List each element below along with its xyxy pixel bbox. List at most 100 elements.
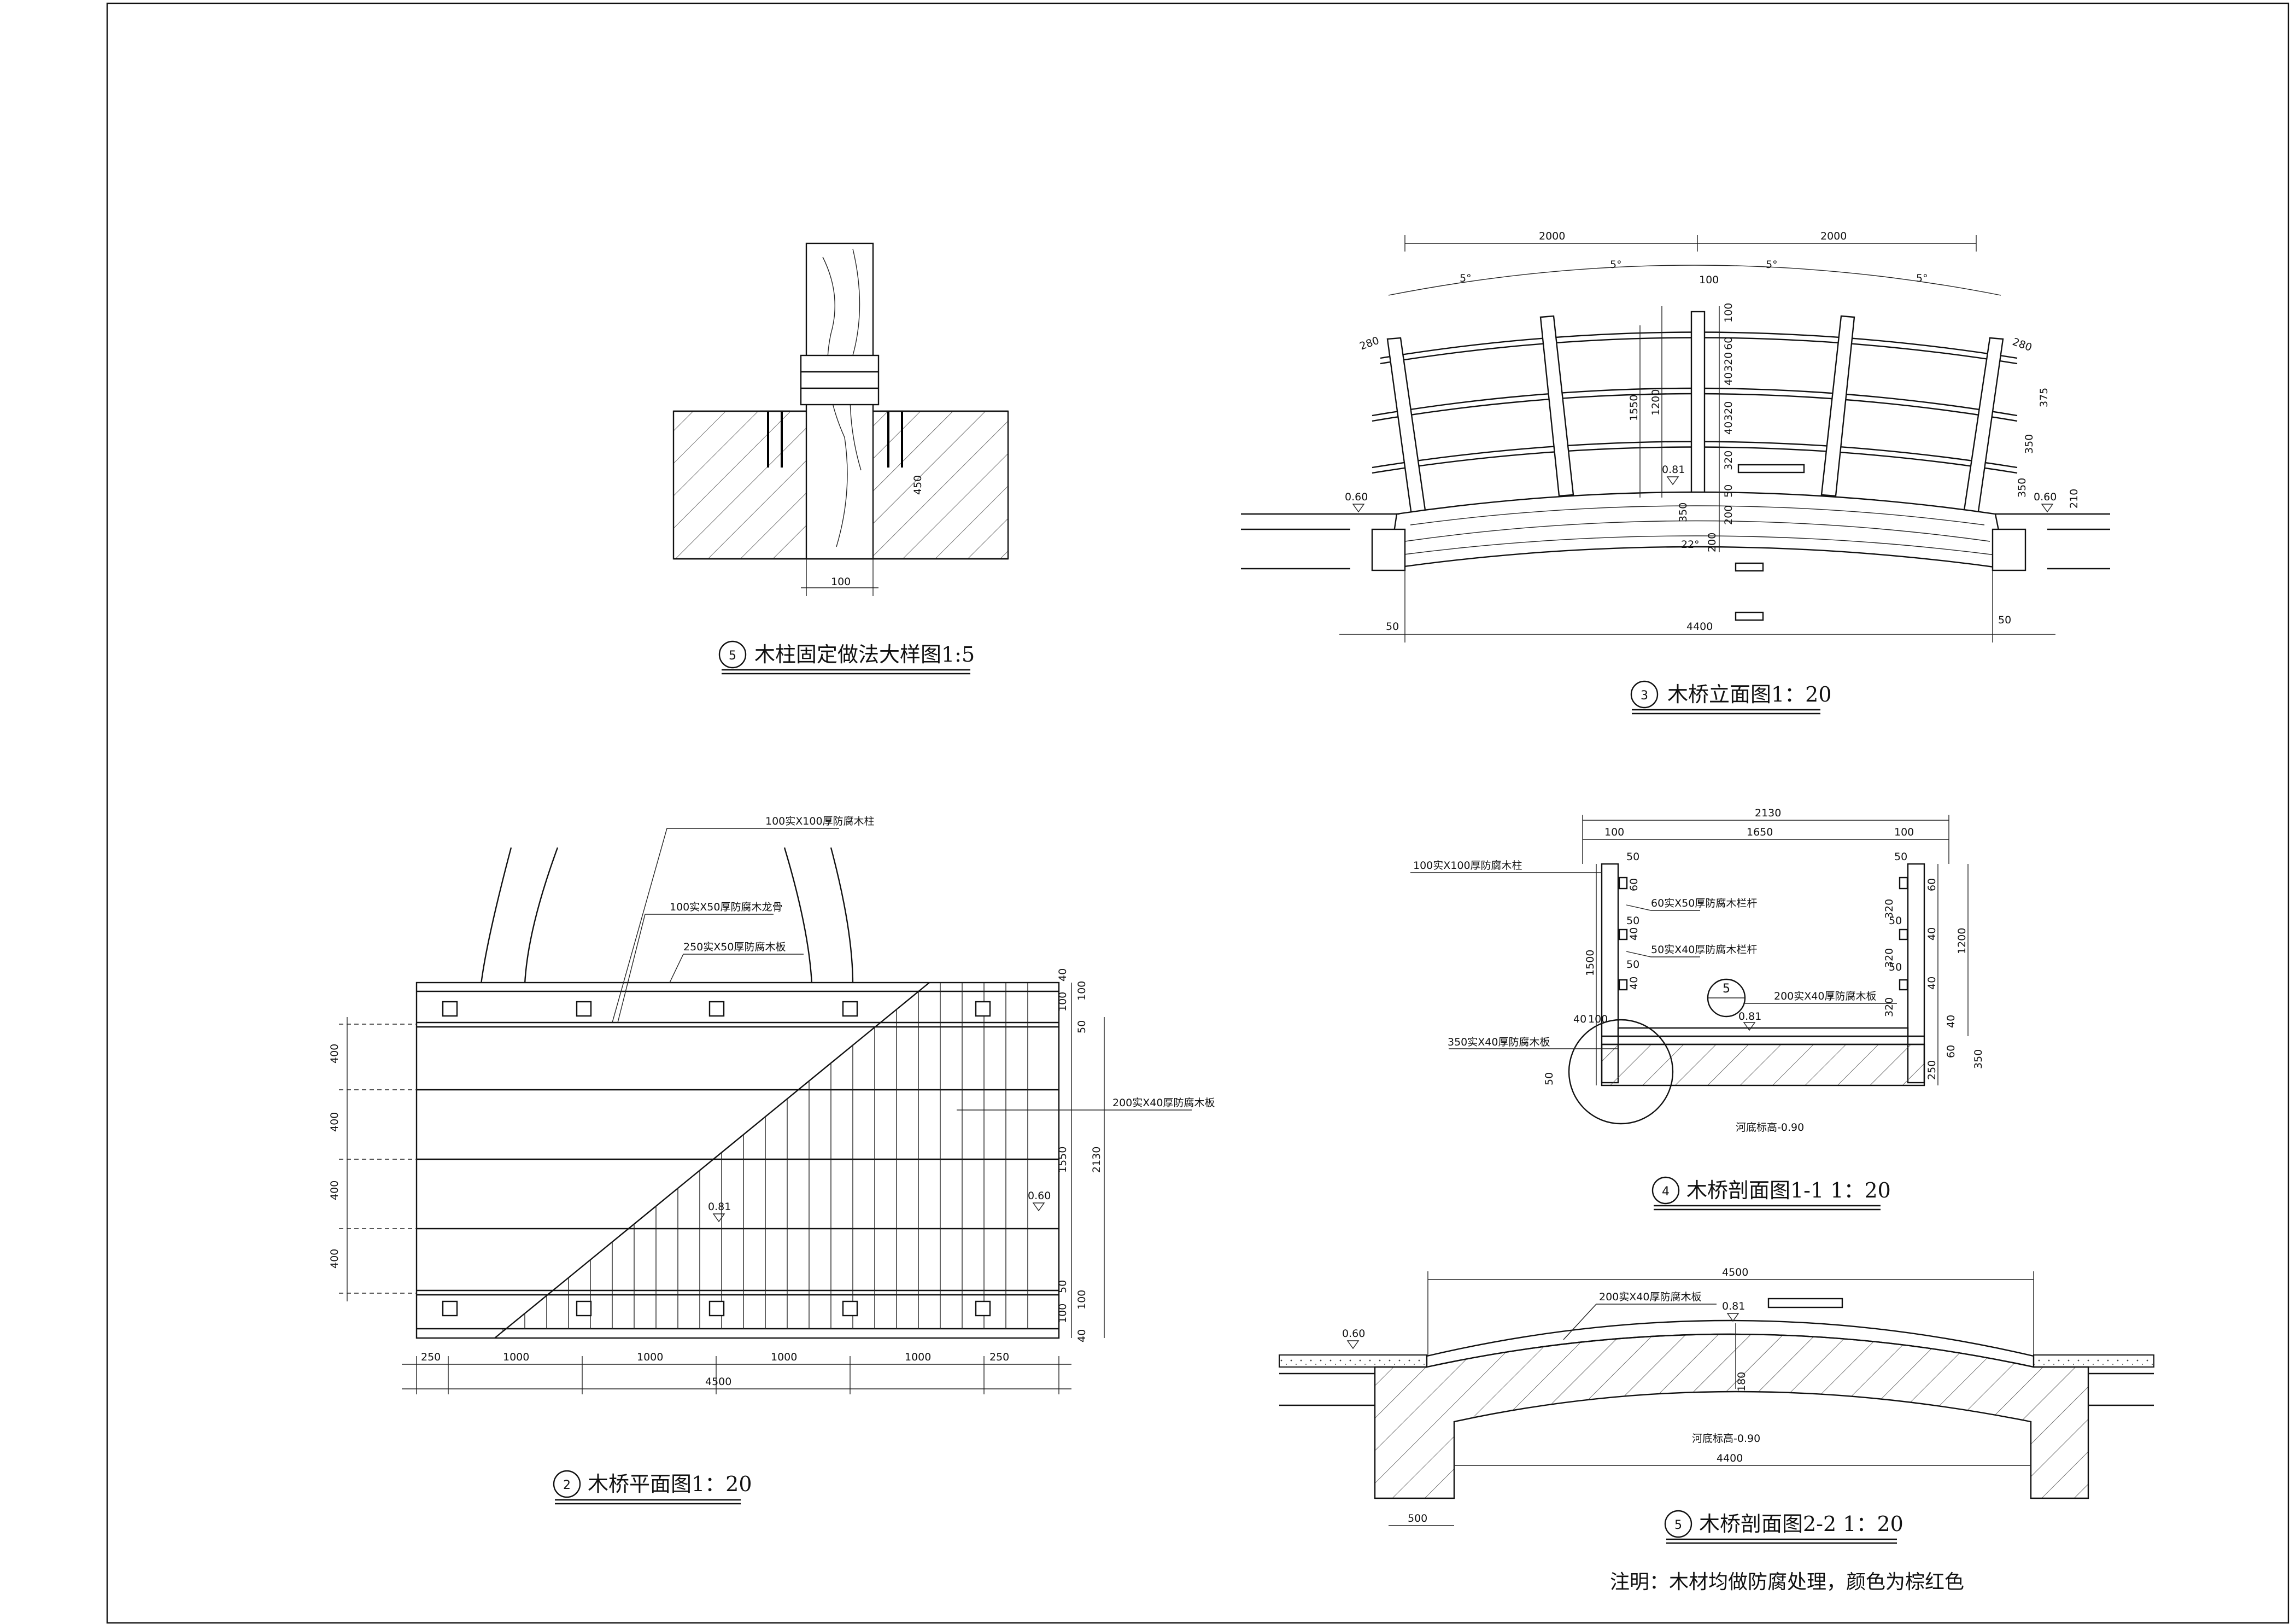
sec5-level-a: 0.81 xyxy=(1722,1300,1745,1312)
plan-total: 4500 xyxy=(705,1376,731,1388)
elev-level-right: 0.60 xyxy=(2034,491,2057,503)
title-sec5-number: 5 xyxy=(1674,1518,1682,1532)
sec4-right-13: 40 xyxy=(1945,1015,1957,1028)
elev-right-dim-3: 350 xyxy=(2016,478,2028,498)
elev-mid-4: 40 xyxy=(1723,372,1735,385)
sec4-label-rail50: 50实X40厚防腐木栏杆 xyxy=(1651,944,1757,956)
plan-right-2: 100 xyxy=(1057,992,1069,1012)
sheet-border xyxy=(106,2,2289,1624)
elev-side-left: 280 xyxy=(1358,335,1381,353)
elev-mid-7: 320 xyxy=(1723,451,1735,470)
elev-right-dim-2: 350 xyxy=(2023,434,2035,454)
sec4-right-8: 50 xyxy=(1889,961,1902,973)
title-plan2-number: 2 xyxy=(563,1479,571,1492)
elev-span: 4400 xyxy=(1686,621,1713,633)
elev-mid-post: 100 xyxy=(1699,274,1719,286)
bridge-elevation: 2000 2000 5° 5° 5° 5° xyxy=(1241,230,2110,642)
sec4-right-4: 50 xyxy=(1889,915,1902,927)
elev-tall-2: 1200 xyxy=(1650,389,1662,416)
plan-left-dim-3: 400 xyxy=(329,1181,341,1200)
plan-level-b: 0.60 xyxy=(1028,1190,1051,1202)
plan-bottom-4: 1000 xyxy=(771,1351,797,1363)
title-detail5-text: 木柱固定做法大样图1:5 xyxy=(754,642,975,667)
elev-level-left: 0.60 xyxy=(1345,491,1368,503)
elev-angle-3: 5° xyxy=(1766,259,1778,271)
plan-bottom-6: 250 xyxy=(989,1351,1009,1363)
plan-label-joist: 100实X50厚防腐木龙骨 xyxy=(670,901,782,913)
plan-bottom-5: 1000 xyxy=(905,1351,931,1363)
bridge-section-1-1: 2130 100 1650 100 5 0.81 河底标高-0.90 100实X… xyxy=(1410,807,1984,1134)
material-note: 注明：木材均做防腐处理，颜色为棕红色 xyxy=(1610,1571,1964,1593)
plan-right-5: 1550 xyxy=(1057,1147,1069,1173)
plan-bottom-3: 1000 xyxy=(637,1351,663,1363)
sec4-right-11: 60 xyxy=(1945,1045,1957,1058)
elev-end-left: 50 xyxy=(1386,621,1399,633)
sec4-rail-stubs xyxy=(1618,877,1908,991)
elev-mid-2: 60 xyxy=(1723,337,1735,350)
plan-right-10: 40 xyxy=(1076,1329,1088,1342)
sec5-label-board: 200实X40厚防腐木板 xyxy=(1599,1291,1701,1303)
title-sec5-text: 木桥剖面图2-2 1：20 xyxy=(1699,1512,1903,1536)
plan-label-board200: 200实X40厚防腐木板 xyxy=(1112,1097,1215,1109)
elev-mid-5: 320 xyxy=(1723,401,1735,421)
sec5-level-b: 0.60 xyxy=(1342,1328,1365,1340)
elev-angle-4: 5° xyxy=(1916,272,1928,284)
sec4-right-5: 320 xyxy=(1883,948,1895,968)
sec4-left-1: 50 xyxy=(1626,851,1639,863)
sec5-span: 4400 xyxy=(1717,1452,1743,1464)
sec4-left-8: 40 xyxy=(1573,1013,1586,1025)
sec4-right-7: 320 xyxy=(1883,997,1895,1017)
sec4-left-3: 40 xyxy=(1628,927,1640,940)
elev-angle-1: 5° xyxy=(1460,272,1472,284)
sec4-bed: 河底标高-0.90 xyxy=(1736,1121,1804,1134)
sec5-foot: 500 xyxy=(1408,1512,1427,1524)
title-sec4-number: 4 xyxy=(1662,1185,1670,1199)
title-plan2-text: 木桥平面图1：20 xyxy=(588,1472,752,1496)
dim-embed-depth: 450 xyxy=(912,475,924,495)
plan-right-3: 100 xyxy=(1076,981,1088,1001)
dim-post-width: 100 xyxy=(831,576,851,588)
sec5-depth: 180 xyxy=(1736,1372,1748,1392)
sec4-level: 0.81 xyxy=(1738,1010,1761,1023)
bridge-plan: 400 400 400 400 100实X100厚防腐木柱 100实X50厚防腐… xyxy=(329,815,1215,1394)
sec4-circle-ref: 5 xyxy=(1723,982,1730,996)
elev-arch: 350 xyxy=(1677,503,1689,522)
elev-mid-1: 100 xyxy=(1723,303,1735,323)
elev-right-dim-4: 210 xyxy=(2068,489,2080,509)
title-detail5: 5 木柱固定做法大样图1:5 xyxy=(718,640,975,675)
sec5-bed: 河底标高-0.90 xyxy=(1692,1433,1760,1445)
elev-top-dim-right: 2000 xyxy=(1820,230,1847,242)
sec4-left-4: 50 xyxy=(1626,915,1639,927)
elev-tall-1: 1550 xyxy=(1628,395,1640,421)
elev-level-mid: 0.81 xyxy=(1662,464,1685,476)
plan-left-dim-2: 400 xyxy=(329,1112,341,1132)
plan-dim-ticks xyxy=(416,1356,1059,1394)
sec4-sub-3: 100 xyxy=(1894,826,1914,838)
sec4-right-10: 40 xyxy=(1926,977,1938,990)
sec4-right-2: 60 xyxy=(1926,878,1938,891)
sec4-left-9: 100 xyxy=(1588,1013,1608,1025)
plan-left-dim-1: 400 xyxy=(329,1044,341,1064)
sec4-label-post: 100实X100厚防腐木柱 xyxy=(1413,860,1522,872)
plan-right-8: 100 xyxy=(1076,1290,1088,1310)
plan-right-7: 50 xyxy=(1057,1280,1069,1293)
plan-label-post: 100实X100厚防腐木柱 xyxy=(765,815,875,827)
title-detail5-number: 5 xyxy=(729,649,736,663)
elev-mid-9: 200 xyxy=(1723,505,1735,525)
sec4-left-5: 40 xyxy=(1628,977,1640,990)
elev-angle-2: 5° xyxy=(1610,259,1622,271)
elev-mid-3: 320 xyxy=(1723,352,1735,372)
sec4-sub-1: 100 xyxy=(1604,826,1624,838)
plan-label-board250: 250实X50厚防腐木板 xyxy=(683,941,786,953)
elev-mid-6: 40 xyxy=(1723,422,1735,435)
bridge-section-2-2: 4500 200实X40厚防腐木板 0.81 0.60 180 河底标高-0.9… xyxy=(1279,1266,2154,1526)
plan-level-a: 0.81 xyxy=(708,1201,731,1213)
title-elev3-text: 木桥立面图1：20 xyxy=(1667,682,1832,706)
elev-right-dim-1: 375 xyxy=(2038,388,2050,407)
sec4-label-board200: 200实X40厚防腐木板 xyxy=(1774,990,1876,1002)
title-sec4: 4 木桥剖面图1-1 1：20 xyxy=(1651,1176,1891,1211)
elev-end-right: 50 xyxy=(1998,614,2011,626)
elev-angle-bottom: 22° xyxy=(1681,539,1700,551)
title-sec5: 5 木桥剖面图2-2 1：20 xyxy=(1664,1510,1903,1544)
